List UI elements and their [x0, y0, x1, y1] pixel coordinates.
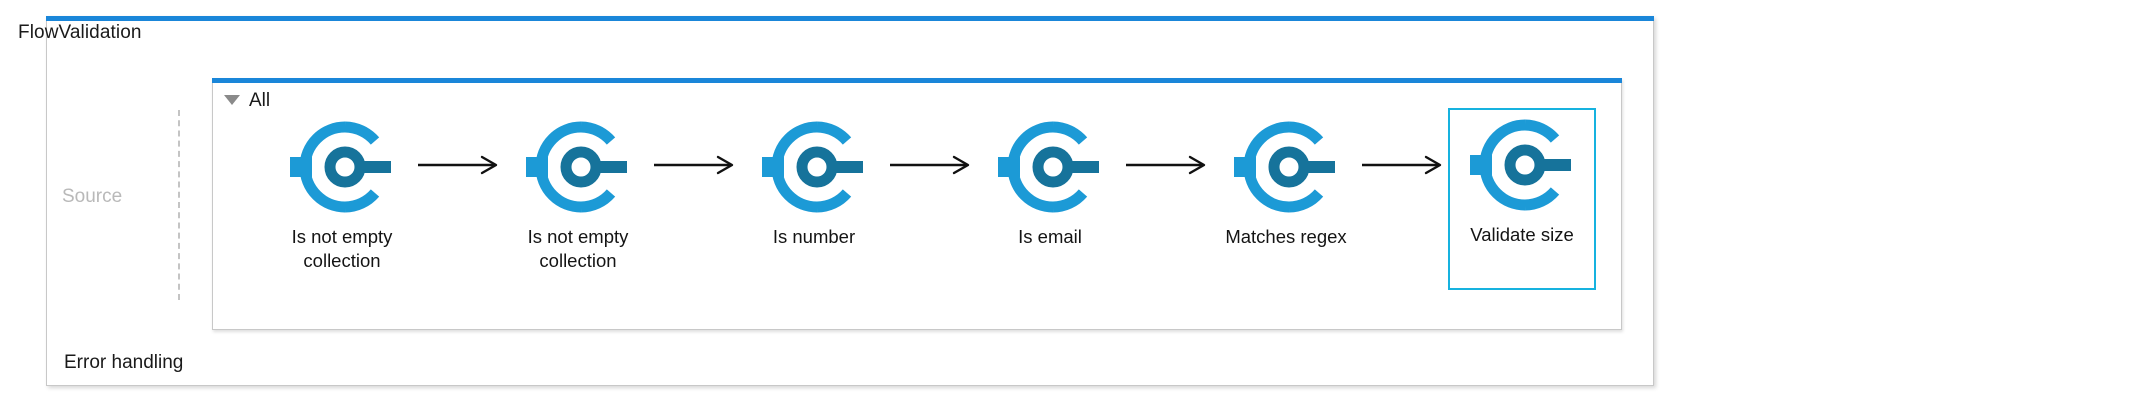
- validator-flow-row: Is not empty collection Is not empty coll…: [268, 108, 1596, 298]
- source-label: Source: [62, 186, 123, 207]
- validator-node-icon: [998, 121, 1099, 213]
- validator-node[interactable]: Matches regex: [1212, 108, 1360, 251]
- page-title: FlowValidation: [18, 22, 142, 43]
- validator-group-panel: [212, 78, 1622, 330]
- validator-node-label: Validate size: [1470, 224, 1574, 245]
- validator-node-label: Matches regex: [1225, 226, 1347, 247]
- source-divider: [178, 110, 180, 300]
- validator-node-icon: [1470, 119, 1571, 211]
- validator-node[interactable]: Is not empty collection: [268, 108, 416, 274]
- validator-node-icon-wrap: [1227, 119, 1345, 215]
- validator-node-icon: [526, 121, 627, 213]
- flow-validation-panel-accent-bar: [46, 16, 1654, 21]
- validator-group-accent-bar: [212, 78, 1622, 83]
- arrow-right-icon: [890, 155, 970, 175]
- error-handling-label: Error handling: [64, 352, 184, 373]
- validator-node[interactable]: Is email: [976, 108, 1124, 251]
- arrow-right-icon: [418, 155, 498, 175]
- arrow-right-icon: [1126, 155, 1206, 175]
- validator-node[interactable]: Is number: [740, 108, 888, 251]
- flow-connector: [652, 117, 740, 213]
- validator-node-icon-wrap: [991, 119, 1109, 215]
- validator-node-selected[interactable]: Validate size: [1448, 108, 1596, 290]
- validator-node-icon-wrap: [755, 119, 873, 215]
- validator-node-icon: [1234, 121, 1335, 213]
- validator-node-icon-wrap: [283, 119, 401, 215]
- validator-node-icon-wrap: [1463, 117, 1581, 213]
- validator-group-header[interactable]: All: [224, 88, 270, 112]
- validator-node-icon: [762, 121, 863, 213]
- flow-connector: [1124, 117, 1212, 213]
- flow-connector: [416, 117, 504, 213]
- arrow-right-icon: [654, 155, 734, 175]
- validator-node-label: Is number: [772, 226, 856, 247]
- validator-node-label: Is not empty collection: [527, 226, 629, 271]
- triangle-down-icon[interactable]: [224, 95, 240, 105]
- flow-connector: [1360, 117, 1448, 213]
- flow-connector: [888, 117, 976, 213]
- validator-node-label: Is not empty collection: [291, 226, 393, 271]
- validator-node-label: Is email: [1018, 226, 1082, 247]
- validator-node-icon-wrap: [519, 119, 637, 215]
- validator-node-icon: [290, 121, 391, 213]
- arrow-right-icon: [1362, 155, 1442, 175]
- validator-group-title: All: [249, 89, 271, 111]
- validator-node[interactable]: Is not empty collection: [504, 108, 652, 274]
